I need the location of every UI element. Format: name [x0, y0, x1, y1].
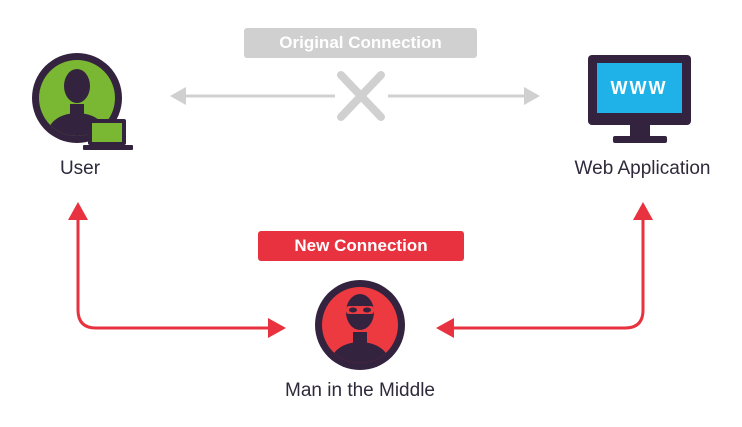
masked-attacker-icon: [315, 280, 405, 370]
webapp-mitm-line: [452, 218, 645, 330]
new-connection-arrow-webapp: [436, 202, 653, 338]
original-connection-arrow: [170, 87, 540, 105]
user-label: User: [59, 158, 101, 179]
monitor-www-icon: WWW: [588, 55, 691, 143]
new-connection-arrow-user: [68, 202, 286, 338]
screen-text: WWW: [611, 78, 668, 98]
user-mitm-line: [76, 218, 270, 330]
mitm-arrowhead-right: [436, 318, 454, 338]
original-arrowhead-left: [170, 87, 186, 105]
user-with-laptop-icon: [32, 53, 133, 150]
mitm-arrowhead-left: [268, 318, 286, 338]
new-connection-badge: New Connection: [258, 231, 464, 261]
x-mark-icon: [337, 71, 385, 121]
man-in-the-middle-label: Man in the Middle: [285, 380, 435, 401]
original-arrowhead-right: [524, 87, 540, 105]
user-arrowhead: [68, 202, 88, 220]
web-application-label: Web Application: [574, 158, 711, 179]
original-connection-badge: Original Connection: [244, 28, 477, 58]
webapp-arrowhead: [633, 202, 653, 220]
